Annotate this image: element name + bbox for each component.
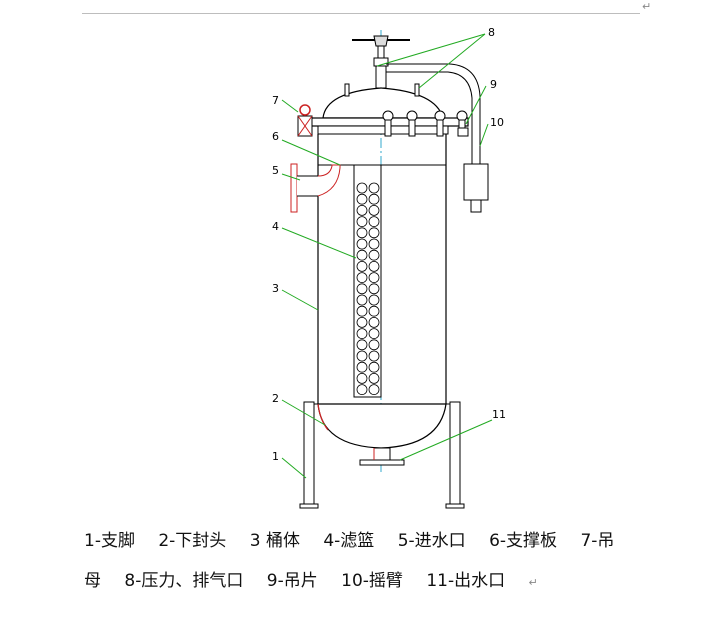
- basket-hole: [368, 249, 380, 261]
- basket-hole: [368, 182, 380, 194]
- legend-item: 母: [84, 571, 101, 591]
- hand-wheel: [352, 35, 410, 89]
- inlet-pipe: [290, 163, 341, 213]
- basket-hole: [368, 350, 380, 362]
- basket-hole: [368, 361, 380, 373]
- vent-pipe-right: [414, 83, 420, 97]
- legend-item: 2-下封头: [158, 531, 227, 551]
- label-3: 3: [272, 282, 279, 295]
- lower-head-weld: [317, 403, 329, 431]
- leader-lines: [281, 33, 493, 479]
- basket-hole: [368, 294, 380, 306]
- basket-hole: [368, 305, 380, 317]
- label-1: 1: [272, 450, 279, 463]
- basket-hole: [356, 204, 368, 216]
- basket-hole: [356, 305, 368, 317]
- paragraph-mark-bottom: ↵: [528, 576, 538, 589]
- basket-hole: [356, 384, 368, 396]
- basket-hole: [356, 260, 368, 272]
- basket-hole: [368, 328, 380, 340]
- legend-item: 9-吊片: [266, 571, 318, 591]
- legend-item: 5-进水口: [397, 531, 466, 551]
- legend-item: 7-吊: [580, 531, 615, 551]
- label-4: 4: [272, 220, 279, 233]
- lifting-lug: [457, 127, 469, 137]
- legend-item: 11-出水口: [426, 571, 506, 591]
- basket-hole: [368, 372, 380, 384]
- body-flange-lower: [317, 125, 449, 135]
- part-labels: 1 2 3 4 5 6 7 8 9 10 11: [272, 26, 506, 463]
- vent-pipe-left: [344, 83, 350, 97]
- eye-bolts: [382, 110, 468, 137]
- basket-hole: [368, 260, 380, 272]
- basket-hole: [368, 339, 380, 351]
- basket-hole: [356, 294, 368, 306]
- basket-hole: [356, 350, 368, 362]
- outlet-pipe: [359, 447, 405, 466]
- basket-hole: [368, 238, 380, 250]
- legend-item: 1-支脚: [84, 531, 135, 551]
- basket-hole: [356, 361, 368, 373]
- basket-hole: [368, 204, 380, 216]
- label-7: 7: [272, 94, 279, 107]
- filter-basket: [353, 164, 382, 398]
- support-legs: [299, 401, 465, 509]
- legend-item: 4-滤篮: [323, 531, 375, 551]
- label-9: 9: [490, 78, 497, 91]
- legend-item: 8-压力、排气口: [124, 571, 244, 591]
- basket-hole: [356, 193, 368, 205]
- legend-item: 6-支撑板: [489, 531, 558, 551]
- rocker-arm: [386, 63, 489, 213]
- label-5: 5: [272, 164, 279, 177]
- basket-hole: [356, 316, 368, 328]
- basket-hole: [356, 283, 368, 295]
- label-11: 11: [492, 408, 506, 421]
- label-2: 2: [272, 392, 279, 405]
- basket-hole: [368, 227, 380, 239]
- basket-hole: [356, 249, 368, 261]
- label-10: 10: [490, 116, 504, 129]
- basket-hole: [356, 238, 368, 250]
- legend-item: 3 桶体: [249, 531, 300, 551]
- basket-hole: [356, 339, 368, 351]
- label-6: 6: [272, 130, 279, 143]
- label-8: 8: [488, 26, 495, 39]
- lower-head: [317, 403, 447, 449]
- basket-hole: [356, 328, 368, 340]
- basket-hole: [356, 216, 368, 228]
- upper-head: [322, 87, 444, 119]
- legend-line-1: 1-支脚 2-下封头 3 桶体 4-滤篮 5-进水口 6-支撑板 7-吊: [84, 526, 618, 551]
- legend-line-2: 母 8-压力、排气口 9-吊片 10-摇臂 11-出水口 ↵: [84, 566, 542, 591]
- header-rule: [82, 13, 640, 14]
- basket-hole: [368, 384, 380, 396]
- filter-diagram: 1 2 3 4 5 6 7 8 9 10 11: [272, 26, 506, 509]
- basket-hole: [356, 272, 368, 284]
- lifting-nut: [297, 104, 313, 137]
- basket-hole: [368, 193, 380, 205]
- basket-hole: [356, 182, 368, 194]
- basket-hole: [368, 216, 380, 228]
- basket-hole: [356, 372, 368, 384]
- basket-hole: [356, 227, 368, 239]
- paragraph-mark-top: ↵: [642, 0, 652, 13]
- legend-item: 10-摇臂: [341, 571, 403, 591]
- basket-hole: [368, 283, 380, 295]
- basket-hole: [368, 272, 380, 284]
- basket-hole: [368, 316, 380, 328]
